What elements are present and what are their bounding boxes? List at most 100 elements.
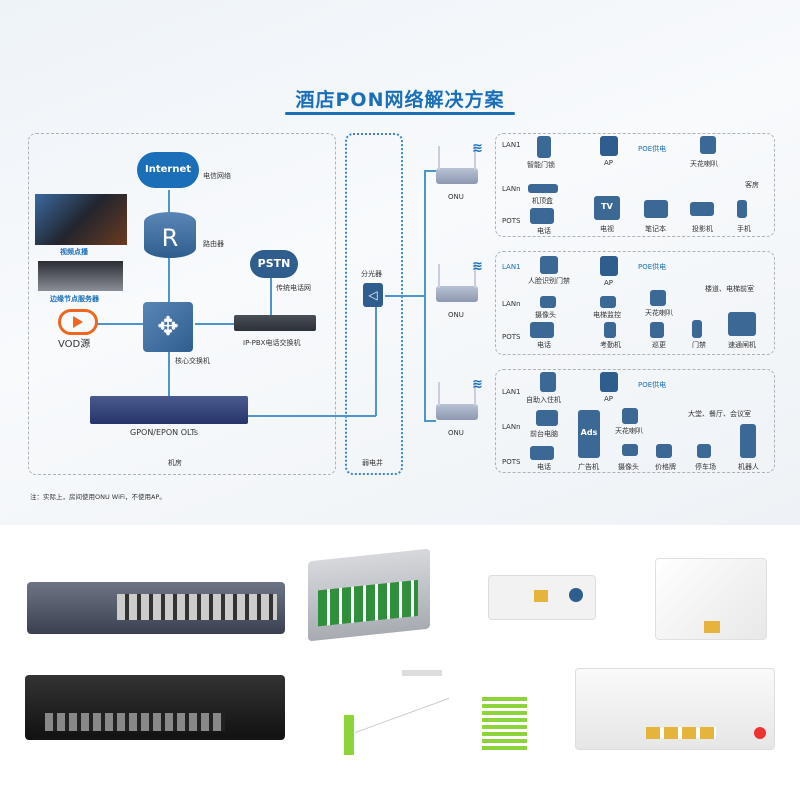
- pbx-device-image: [234, 315, 316, 331]
- device-label: 电话: [537, 227, 551, 235]
- core-switch-label: 核心交换机: [175, 357, 210, 365]
- device-label: 前台电脑: [530, 430, 558, 438]
- device-icon: [692, 320, 702, 338]
- device-label: 摄像头: [618, 463, 639, 471]
- link-line: [195, 323, 235, 325]
- device-label: 天花喇叭: [645, 309, 673, 317]
- link-line: [248, 415, 376, 417]
- device-icon: [690, 202, 714, 216]
- device-label: 投影机: [692, 225, 713, 233]
- device-label: 广告机: [578, 463, 599, 471]
- wifi-icon: ≋: [472, 259, 483, 274]
- core-switch-icon: ✥: [143, 302, 193, 352]
- device-label: 考勤机: [600, 341, 621, 349]
- edge-server-image: [38, 261, 123, 291]
- area-box: [495, 251, 775, 355]
- machine-room-label: 机房: [168, 459, 182, 467]
- tv-text: TV: [601, 202, 613, 211]
- lan1-label: LAN1: [502, 141, 521, 149]
- area-label: 大堂、餐厅、会议室: [688, 410, 751, 418]
- device-icon: [622, 444, 638, 456]
- lan1-label: LAN1: [502, 263, 521, 271]
- device-icon: [728, 312, 756, 336]
- lan1-label: LAN1: [502, 388, 521, 396]
- onu-label: ONU: [448, 311, 464, 319]
- poe-label: POE供电: [638, 145, 667, 153]
- onu-icon: [436, 146, 478, 184]
- vod-cloud-icon: [58, 309, 98, 335]
- poe-label: POE供电: [638, 381, 667, 389]
- lann-label: LANn: [502, 185, 521, 193]
- olt-product-photo-2: [25, 675, 285, 740]
- pstn-cloud-icon: PSTN: [250, 250, 298, 278]
- device-icon: [530, 322, 554, 338]
- internet-text: Internet: [144, 164, 191, 175]
- ads-text: Ads: [580, 428, 598, 437]
- ap-icon: [600, 372, 618, 392]
- pots-label: POTS: [502, 458, 521, 466]
- device-label: 电话: [537, 341, 551, 349]
- area-label: 楼道、电梯前室: [705, 285, 754, 293]
- link-line: [270, 278, 272, 315]
- link-line: [168, 190, 170, 396]
- device-icon: [540, 372, 556, 392]
- device-label: 机顶盒: [532, 197, 553, 205]
- vod-screen-image: [35, 194, 127, 245]
- router-icon: R: [144, 212, 196, 258]
- shaft-label: 弱电井: [362, 459, 383, 467]
- device-label: 电梯监控: [593, 311, 621, 319]
- four-port-onu-photo: [575, 668, 775, 750]
- device-label: 摄像头: [535, 311, 556, 319]
- link-line: [375, 307, 377, 416]
- olt-label: GPON/EPON OLTs: [130, 428, 199, 437]
- lann-label: LANn: [502, 423, 521, 431]
- ap-label: AP: [604, 159, 614, 167]
- device-icon: [650, 322, 664, 338]
- olt-product-photo: [27, 582, 285, 634]
- onu-label: ONU: [448, 193, 464, 201]
- device-label: 停车场: [695, 463, 716, 471]
- device-icon: [700, 136, 716, 154]
- internet-cloud-icon: Internet: [137, 152, 199, 188]
- link-line: [95, 323, 145, 325]
- small-onu-photo: [488, 575, 596, 620]
- onu-label: ONU: [448, 429, 464, 437]
- device-label: 速通闸机: [728, 341, 756, 349]
- wifi-icon: ≋: [472, 141, 483, 156]
- splitter-icon: ◁: [363, 283, 383, 307]
- white-onu-photo: [655, 558, 767, 640]
- area-box: [495, 133, 775, 237]
- device-label: 天花喇叭: [615, 427, 643, 435]
- device-icon: [644, 200, 668, 218]
- diagram-background: [0, 0, 800, 525]
- onu-icon: [436, 382, 478, 420]
- device-label: 机器人: [738, 463, 759, 471]
- device-icon: [650, 290, 666, 306]
- link-line: [424, 170, 426, 420]
- edge-server-label: 边缘节点服务器: [50, 295, 99, 303]
- area-box: [495, 369, 775, 473]
- device-icon: [737, 200, 747, 218]
- device-icon: [600, 296, 616, 308]
- poe-label: POE供电: [638, 263, 667, 271]
- device-label: 手机: [737, 225, 751, 233]
- olt-device-image: [90, 396, 248, 424]
- device-icon: [537, 136, 551, 158]
- device-icon: [536, 410, 558, 426]
- machine-room-box: [28, 133, 336, 475]
- ap-icon: [600, 136, 618, 156]
- ap-label: AP: [604, 279, 614, 287]
- plc-splitter-cable-photo: [332, 665, 532, 760]
- splitter-label: 分光器: [361, 270, 382, 278]
- lann-label: LANn: [502, 300, 521, 308]
- wifi-icon: ≋: [472, 377, 483, 392]
- device-label: 价格牌: [655, 463, 676, 471]
- device-icon: [697, 444, 711, 458]
- device-label: 自助入住机: [526, 396, 561, 404]
- device-icon: [656, 444, 672, 458]
- device-icon: [530, 446, 554, 460]
- device-label: 人脸识别门禁: [528, 277, 570, 285]
- device-icon: [540, 256, 558, 274]
- device-icon: [540, 296, 556, 308]
- device-label: 巡更: [652, 341, 666, 349]
